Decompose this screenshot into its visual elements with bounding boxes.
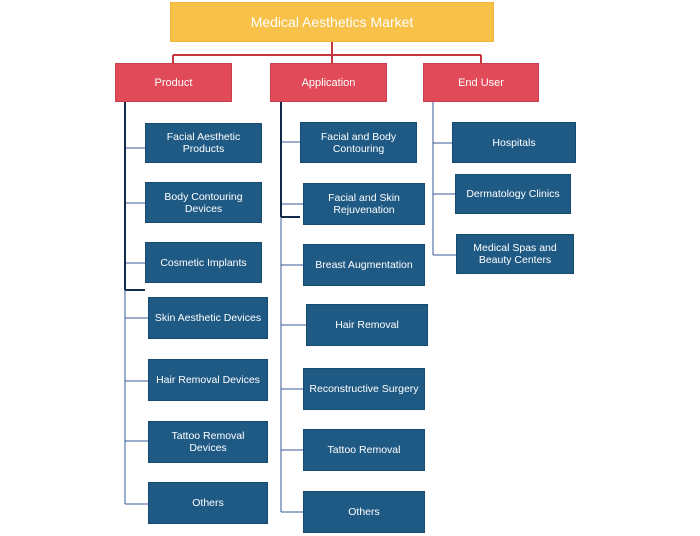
end-user-item: Hospitals	[452, 122, 576, 163]
product-item: Skin Aesthetic Devices	[148, 297, 268, 339]
application-item: Hair Removal	[306, 304, 428, 346]
category-application: Application	[270, 63, 387, 102]
end-user-item: Medical Spas and Beauty Centers	[456, 234, 574, 274]
application-item: Others	[303, 491, 425, 533]
product-item: Others	[148, 482, 268, 524]
product-item: Tattoo Removal Devices	[148, 421, 268, 463]
application-item: Facial and Skin Rejuvenation	[303, 183, 425, 225]
product-item: Cosmetic Implants	[145, 242, 262, 283]
application-item: Breast Augmentation	[303, 244, 425, 286]
product-item: Hair Removal Devices	[148, 359, 268, 401]
product-item: Facial Aesthetic Products	[145, 123, 262, 163]
category-product: Product	[115, 63, 232, 102]
application-item: Facial and Body Contouring	[300, 122, 417, 163]
category-end-user: End User	[423, 63, 539, 102]
product-item: Body Contouring Devices	[145, 182, 262, 223]
diagram-title: Medical Aesthetics Market	[170, 2, 494, 42]
end-user-item: Dermatology Clinics	[455, 174, 571, 214]
application-item: Tattoo Removal	[303, 429, 425, 471]
application-item: Reconstructive Surgery	[303, 368, 425, 410]
